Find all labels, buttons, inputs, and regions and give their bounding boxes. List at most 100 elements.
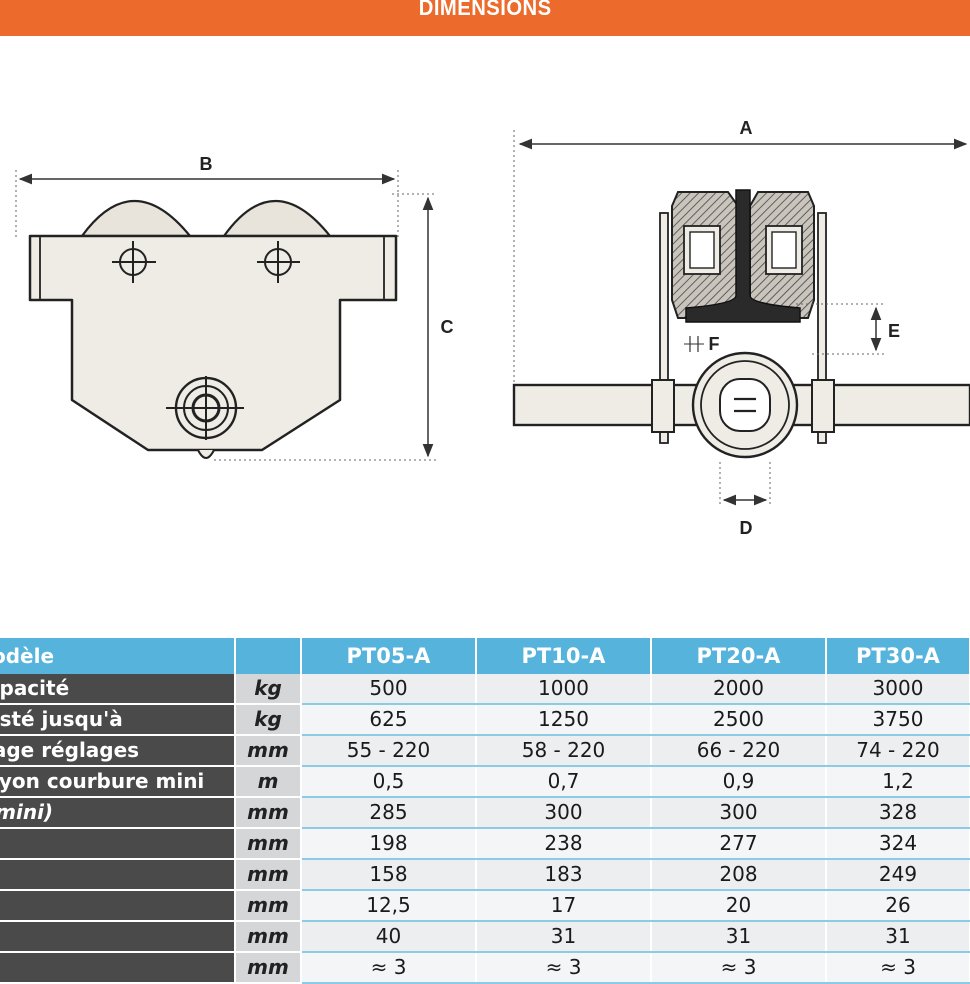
row-value: 0,7 bbox=[476, 766, 652, 798]
row-value: ≈ 3 bbox=[476, 952, 652, 984]
wheel-left bbox=[671, 191, 739, 319]
spec-table: odèle PT05-A PT10-A PT20-A PT30-A apacit… bbox=[0, 638, 970, 984]
row-label: ayon courbure mini bbox=[0, 766, 236, 798]
table-row: mm 198 238 277 324 bbox=[0, 828, 970, 860]
row-label: (mini) bbox=[0, 797, 236, 829]
label-e: E bbox=[888, 321, 900, 341]
dimension-c: C bbox=[214, 193, 454, 461]
wheel-right bbox=[749, 191, 815, 319]
table-row: mm ≈ 3 ≈ 3 ≈ 3 ≈ 3 bbox=[0, 952, 970, 984]
row-value: 17 bbox=[476, 890, 652, 922]
table-row: ayon courbure mini m 0,5 0,7 0,9 1,2 bbox=[0, 766, 970, 798]
row-unit: mm bbox=[235, 859, 302, 891]
dimension-a: A bbox=[513, 118, 968, 385]
header-model: PT30-A bbox=[826, 638, 970, 674]
technical-drawing: B C bbox=[15, 118, 970, 538]
row-unit: mm bbox=[235, 952, 302, 984]
row-value: 66 - 220 bbox=[651, 735, 827, 767]
row-value: 183 bbox=[476, 859, 652, 891]
row-unit: kg bbox=[235, 674, 302, 705]
row-value: 1000 bbox=[476, 674, 652, 705]
row-value: 208 bbox=[651, 859, 827, 891]
row-value: 625 bbox=[301, 704, 477, 736]
label-d: D bbox=[740, 518, 753, 538]
row-value: 58 - 220 bbox=[476, 735, 652, 767]
dimension-e: E bbox=[796, 303, 900, 355]
row-value: 285 bbox=[301, 797, 477, 829]
label-f: F bbox=[709, 334, 720, 354]
row-unit: mm bbox=[235, 921, 302, 953]
label-a: A bbox=[740, 118, 753, 138]
row-label bbox=[0, 952, 236, 984]
table-row: lage réglages mm 55 - 220 58 - 220 66 - … bbox=[0, 735, 970, 767]
header-model-label: odèle bbox=[0, 638, 236, 674]
row-value: 26 bbox=[826, 890, 970, 922]
label-b: B bbox=[200, 154, 213, 174]
header-model: PT10-A bbox=[476, 638, 652, 674]
table-header-row: odèle PT05-A PT10-A PT20-A PT30-A bbox=[0, 638, 970, 674]
row-unit: mm bbox=[235, 890, 302, 922]
row-label: esté jusqu'à bbox=[0, 704, 236, 736]
row-value: 3000 bbox=[826, 674, 970, 705]
row-label bbox=[0, 921, 236, 953]
row-label: lage réglages bbox=[0, 735, 236, 767]
row-value: 1,2 bbox=[826, 766, 970, 798]
row-value: 55 - 220 bbox=[301, 735, 477, 767]
row-unit: mm bbox=[235, 828, 302, 860]
table-row: esté jusqu'à kg 625 1250 2500 3750 bbox=[0, 704, 970, 736]
row-unit: mm bbox=[235, 797, 302, 829]
row-value: 158 bbox=[301, 859, 477, 891]
row-unit: mm bbox=[235, 735, 302, 767]
row-unit: kg bbox=[235, 704, 302, 736]
trolley-side-body bbox=[28, 200, 398, 459]
row-value: 324 bbox=[826, 828, 970, 860]
row-value: 500 bbox=[301, 674, 477, 705]
row-value: 74 - 220 bbox=[826, 735, 970, 767]
header-model: PT20-A bbox=[651, 638, 827, 674]
table-row: mm 40 31 31 31 bbox=[0, 921, 970, 953]
row-value: 31 bbox=[476, 921, 652, 953]
row-label bbox=[0, 890, 236, 922]
side-view: B C bbox=[15, 154, 454, 461]
row-value: 40 bbox=[301, 921, 477, 953]
row-value: 198 bbox=[301, 828, 477, 860]
row-value: 31 bbox=[826, 921, 970, 953]
row-value: 277 bbox=[651, 828, 827, 860]
row-value: 300 bbox=[476, 797, 652, 829]
dimensions-banner: DIMENSIONS bbox=[0, 0, 970, 36]
row-value: ≈ 3 bbox=[826, 952, 970, 984]
header-model: PT05-A bbox=[301, 638, 477, 674]
row-label bbox=[0, 828, 236, 860]
table-row: apacité kg 500 1000 2000 3000 bbox=[0, 674, 970, 705]
hook-ring bbox=[691, 351, 799, 459]
dimension-d: D bbox=[719, 462, 771, 538]
row-value: 328 bbox=[826, 797, 970, 829]
header-unit bbox=[235, 638, 302, 674]
row-value: 2000 bbox=[651, 674, 827, 705]
dimension-b: B bbox=[15, 154, 399, 238]
row-value: 249 bbox=[826, 859, 970, 891]
label-c: C bbox=[441, 317, 454, 337]
row-value: ≈ 3 bbox=[301, 952, 477, 984]
row-label: apacité bbox=[0, 674, 236, 705]
table-row: mm 158 183 208 249 bbox=[0, 859, 970, 891]
row-value: 3750 bbox=[826, 704, 970, 736]
row-value: 238 bbox=[476, 828, 652, 860]
row-value: 12,5 bbox=[301, 890, 477, 922]
dimension-f: F bbox=[684, 334, 720, 354]
row-value: 31 bbox=[651, 921, 827, 953]
row-value: 0,5 bbox=[301, 766, 477, 798]
row-value: 20 bbox=[651, 890, 827, 922]
row-value: 1250 bbox=[476, 704, 652, 736]
row-label bbox=[0, 859, 236, 891]
row-value: ≈ 3 bbox=[651, 952, 827, 984]
front-view: A bbox=[512, 118, 970, 538]
row-value: 0,9 bbox=[651, 766, 827, 798]
row-unit: m bbox=[235, 766, 302, 798]
i-beam bbox=[685, 189, 801, 323]
table-row: mm 12,5 17 20 26 bbox=[0, 890, 970, 922]
banner-title: DIMENSIONS bbox=[418, 0, 552, 20]
row-value: 300 bbox=[651, 797, 827, 829]
table-row: (mini) mm 285 300 300 328 bbox=[0, 797, 970, 829]
row-value: 2500 bbox=[651, 704, 827, 736]
